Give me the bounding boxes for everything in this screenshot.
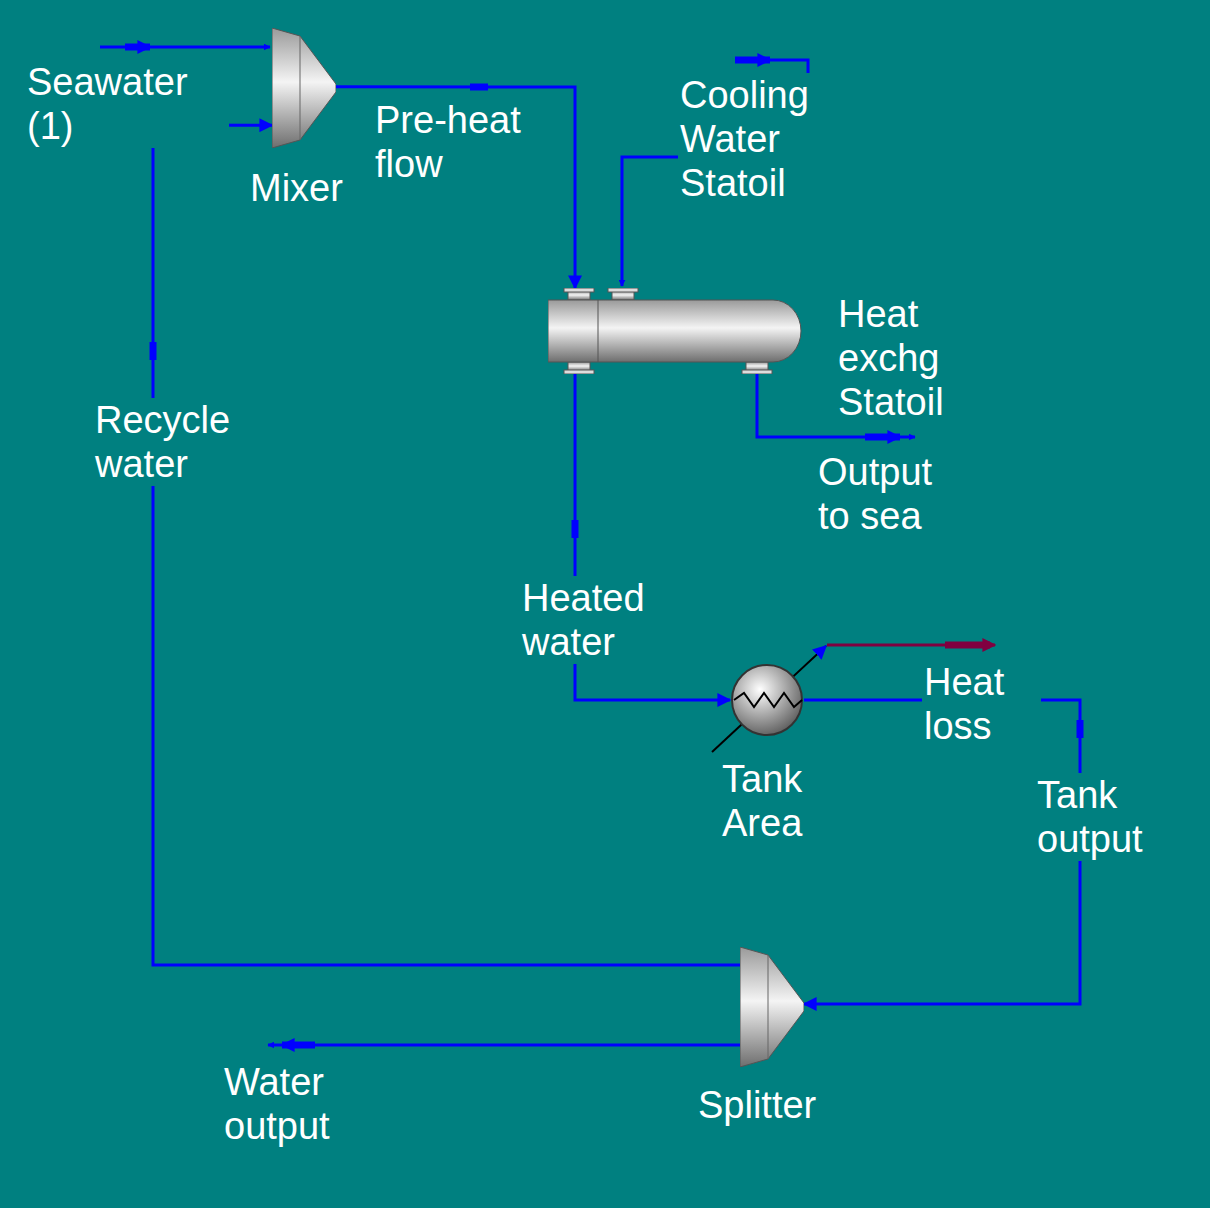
heat-loss-stream xyxy=(827,644,995,647)
mixer-unit-icon xyxy=(272,28,336,148)
heat-exchanger: Heat exchg Statoil xyxy=(548,288,803,374)
stream-label: Pre-heat flow xyxy=(373,98,567,186)
heater-body xyxy=(732,665,802,735)
heater-unit: Tank Area xyxy=(730,663,804,737)
splitter-unit: Splitter xyxy=(740,947,804,1067)
stream-label: Recycle water xyxy=(93,398,272,486)
heat-exchanger-icon xyxy=(548,288,803,374)
vessel-seam xyxy=(768,955,769,1059)
shell xyxy=(548,300,801,362)
vessel-shape xyxy=(740,947,804,1067)
stream-label: Output to sea xyxy=(816,450,970,538)
stream-arrow xyxy=(735,57,770,64)
seawater-stream xyxy=(100,46,270,49)
flow-indicator xyxy=(572,520,579,538)
flow-indicator xyxy=(470,84,488,91)
stream-arrow xyxy=(125,44,150,51)
flow-indicator xyxy=(150,342,157,360)
flange xyxy=(742,370,772,374)
stream-label: Heat loss xyxy=(922,660,1041,748)
flange xyxy=(608,288,638,292)
heater-unit-icon xyxy=(730,663,804,737)
mixer-unit: Mixer xyxy=(272,28,336,148)
unit-label: Splitter xyxy=(698,1083,858,1127)
process-stream xyxy=(336,87,575,288)
flange xyxy=(564,370,594,374)
stream-label: Tank output xyxy=(1035,773,1189,861)
splitter-unit-icon xyxy=(740,947,804,1067)
stream-arrow xyxy=(945,642,990,649)
stream-label: Seawater (1) xyxy=(25,60,229,148)
stream-arrow xyxy=(282,1042,315,1049)
shell-seam xyxy=(598,300,599,362)
stream-arrow xyxy=(865,434,900,441)
unit-label: Mixer xyxy=(250,166,380,210)
stream-label: Water output xyxy=(222,1060,386,1148)
flow-indicator xyxy=(1077,720,1084,738)
unit-label: Tank Area xyxy=(722,757,847,845)
stream-label: Heated water xyxy=(520,576,689,664)
stream-label: Cooling Water Statoil xyxy=(678,73,842,205)
heater-coil xyxy=(734,693,802,707)
vessel-shape xyxy=(272,28,336,148)
process-stream xyxy=(153,125,740,965)
flange xyxy=(564,288,594,292)
unit-label: Heat exchg Statoil xyxy=(838,292,988,424)
water-output-stream xyxy=(268,1044,740,1047)
vessel-seam xyxy=(300,36,301,140)
